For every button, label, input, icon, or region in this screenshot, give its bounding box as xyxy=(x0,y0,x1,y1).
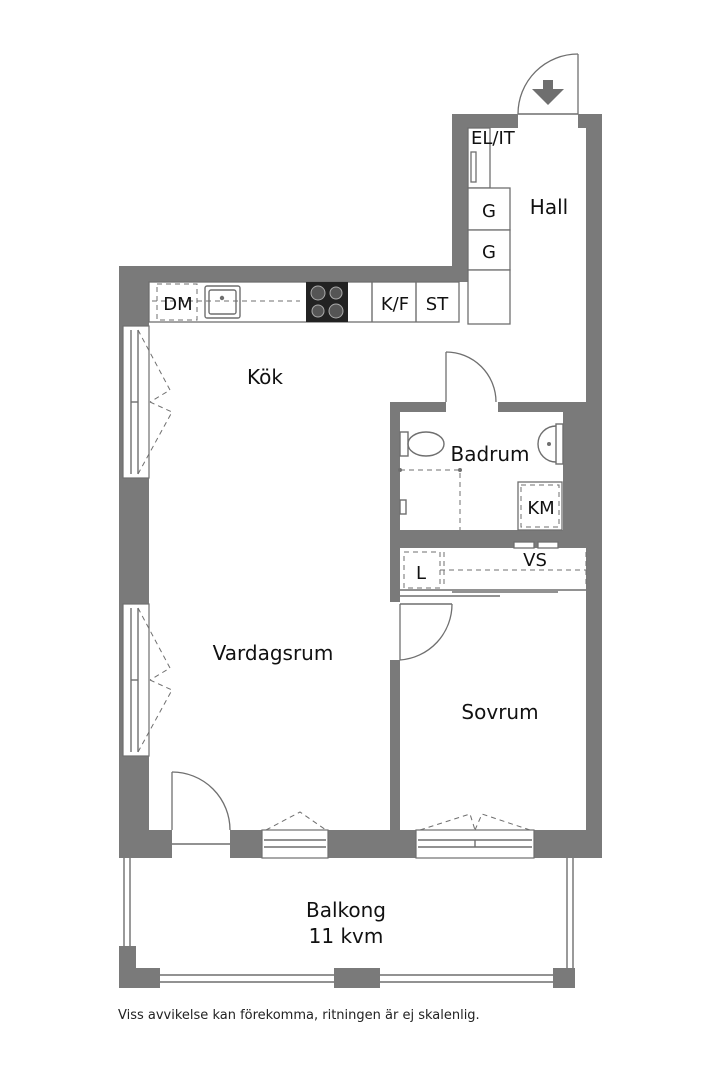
fridge-freezer-label: K/F xyxy=(381,294,409,315)
balkong-area-label: 11 kvm xyxy=(309,924,384,948)
kitchen-counter xyxy=(148,281,460,323)
room-label-sovrum: Sovrum xyxy=(461,700,538,724)
sink-icon xyxy=(204,285,241,319)
stove-icon xyxy=(306,282,348,322)
hall-cabinets xyxy=(467,127,511,325)
left-window-lower xyxy=(122,603,173,757)
storage-label: ST xyxy=(426,294,449,315)
left-window-upper xyxy=(122,325,173,479)
shower-area xyxy=(398,468,462,530)
interior-walls xyxy=(390,402,590,832)
wardrobe-vs-label: VS xyxy=(523,550,547,571)
washbasin-icon xyxy=(537,423,564,465)
closet-g2-label: G xyxy=(482,242,496,263)
washing-machine-label: KM xyxy=(527,498,554,519)
toilet-icon xyxy=(399,431,445,457)
bedroom-door xyxy=(399,603,453,661)
entrance-arrow-icon xyxy=(532,80,564,105)
dishwasher-label: DM xyxy=(163,294,192,315)
room-label-kok: Kök xyxy=(247,365,283,389)
el-it-label: EL/IT xyxy=(471,128,516,149)
washing-machine xyxy=(517,481,563,531)
room-label-vardagsrum: Vardagsrum xyxy=(213,641,334,665)
bottom-window-living xyxy=(261,811,329,859)
balcony-door xyxy=(171,771,231,858)
room-label-balkong: Balkong xyxy=(306,898,386,922)
disclaimer-text: Viss avvikelse kan förekomma, ritningen … xyxy=(118,1008,480,1023)
wardrobe xyxy=(400,541,587,597)
room-label-hall: Hall xyxy=(530,195,568,219)
balcony xyxy=(119,858,575,988)
bathroom-door xyxy=(445,351,497,403)
room-label-badrum: Badrum xyxy=(450,442,529,466)
linen-closet-label: L xyxy=(416,563,426,584)
bottom-window-bedroom xyxy=(415,813,535,859)
entrance-door xyxy=(517,53,579,130)
closet-g1-label: G xyxy=(482,201,496,222)
